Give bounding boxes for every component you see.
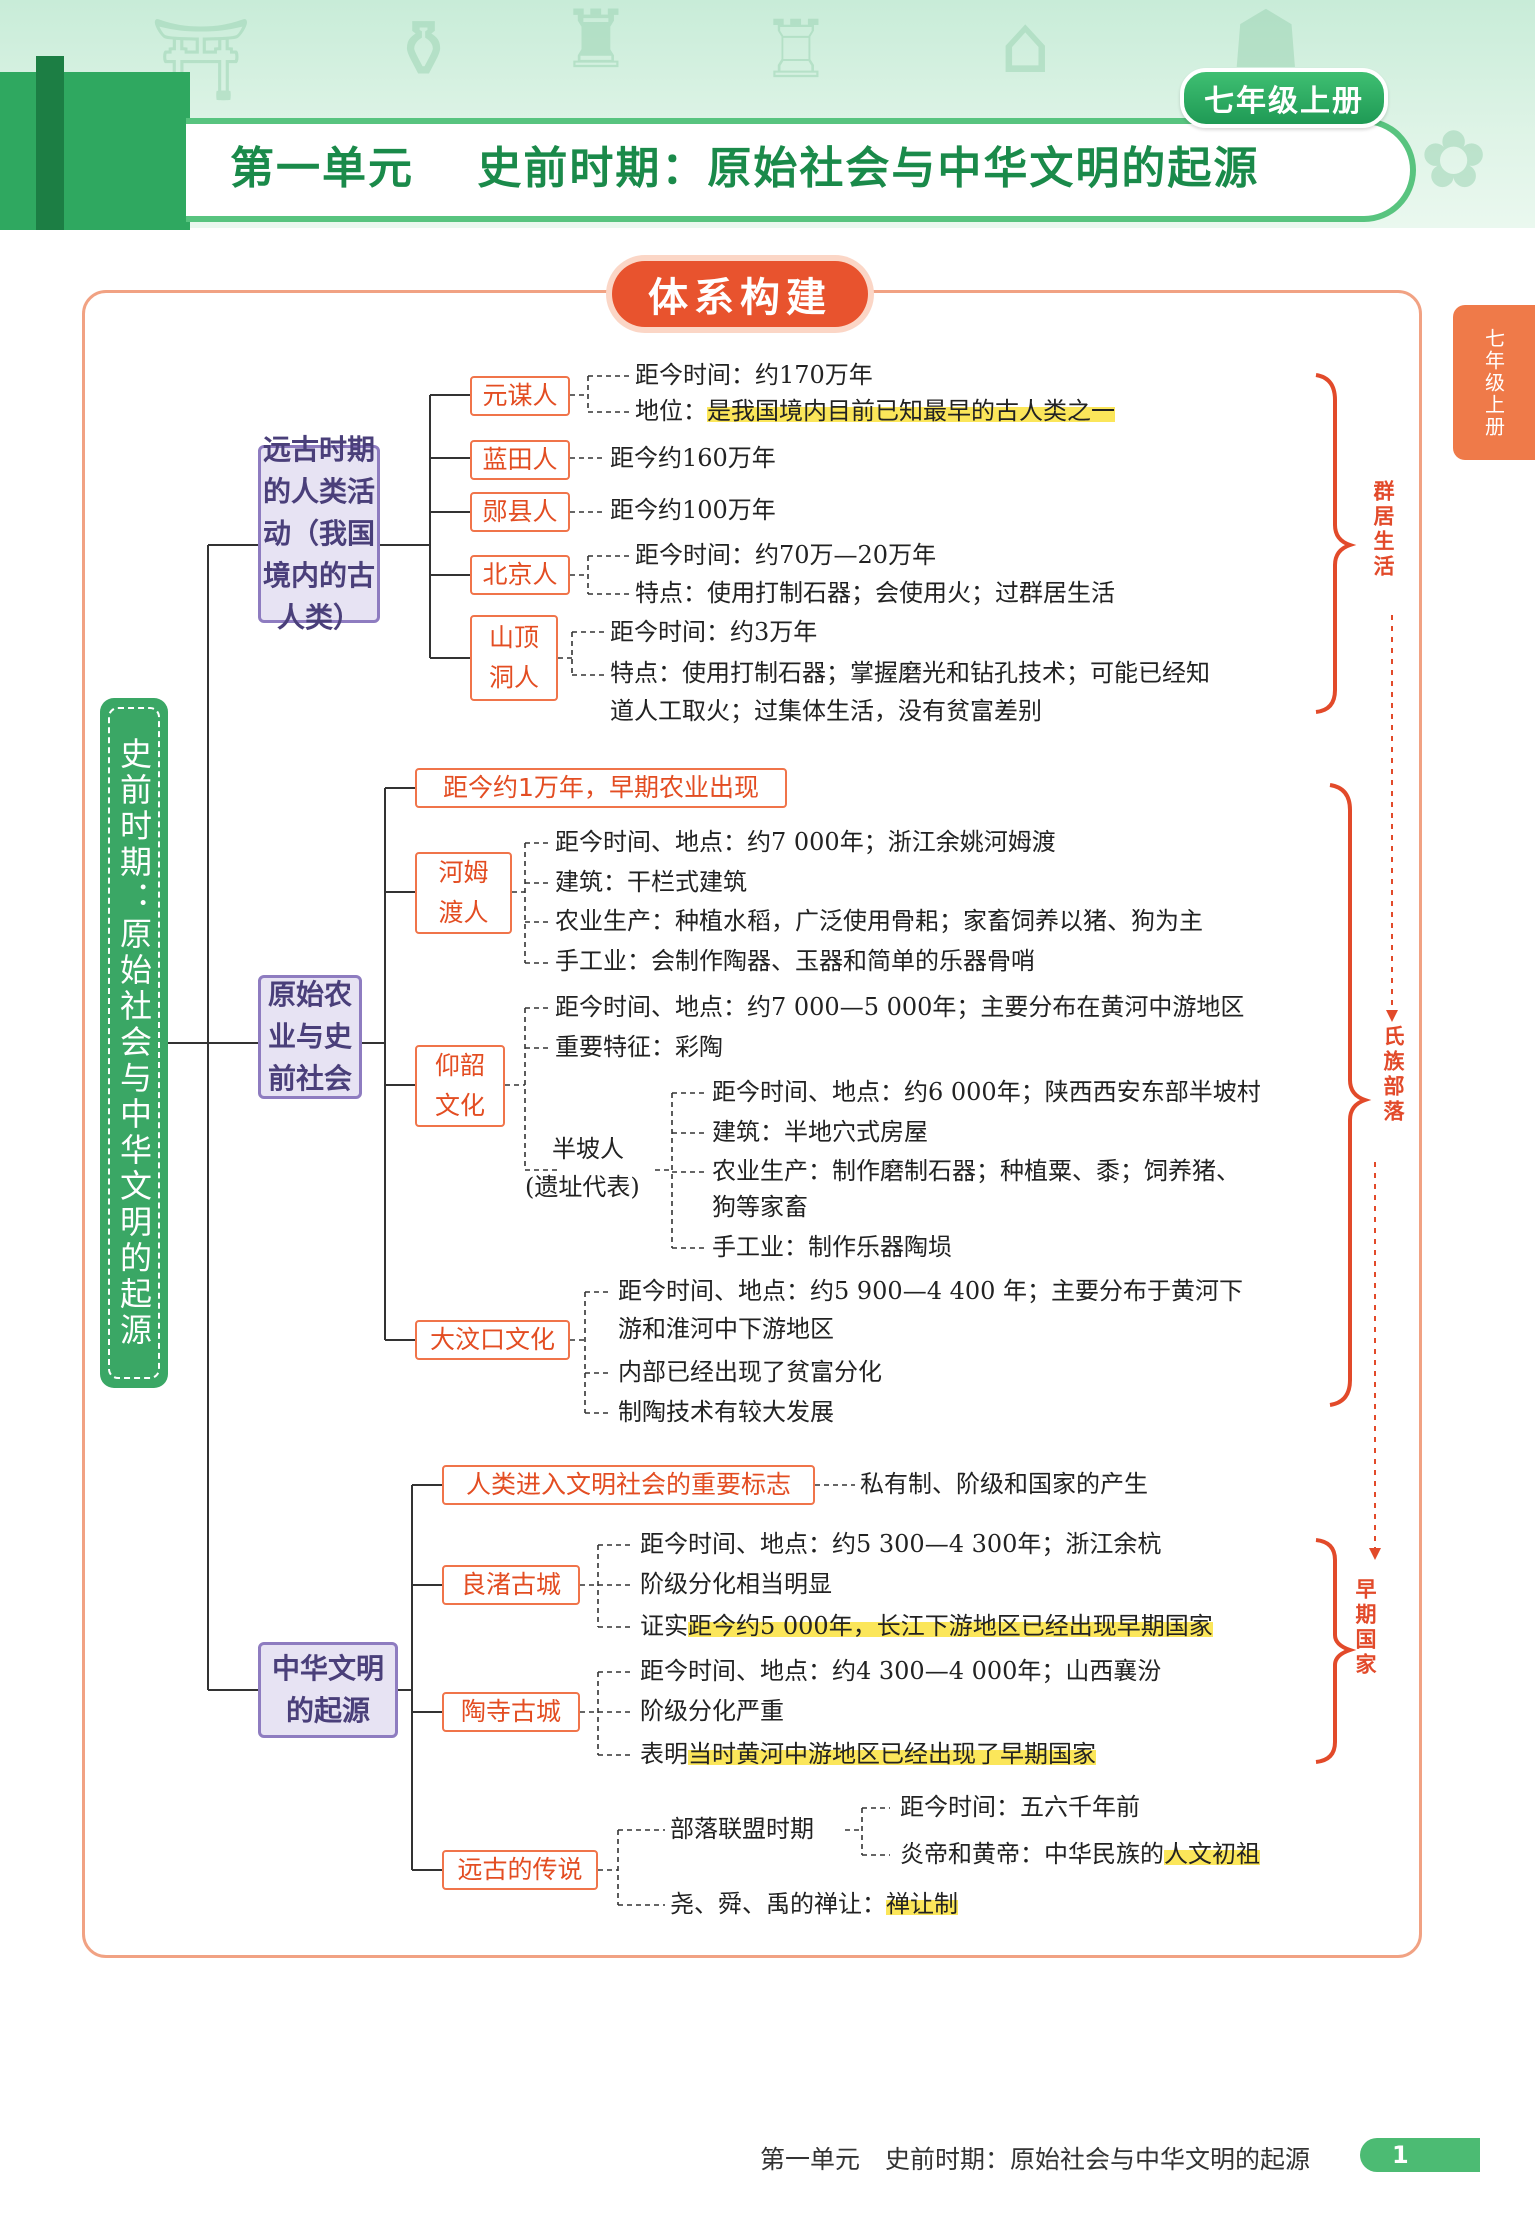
node-beijing: 北京人 — [470, 555, 570, 595]
node-yunxian: 郧县人 — [470, 492, 570, 532]
bird-icon: ✿ — [1420, 113, 1488, 206]
dawenkou-line-4: 制陶技术有较大发展 — [618, 1398, 834, 1426]
bronze-vessel-icon: ⚱ — [390, 3, 458, 96]
dawenkou-line-2: 游和淮河中下游地区 — [618, 1315, 834, 1343]
warrior-icon: ♜ — [560, 0, 632, 86]
legend-abdication: 尧、舜、禹的禅让：禅让制 — [670, 1890, 958, 1918]
yuanmou-time: 距今时间：约170万年 — [635, 361, 873, 389]
taosi-line-1: 距今时间、地点：约4 300—4 000年；山西襄汾 — [640, 1657, 1162, 1685]
banpo-label: 半坡人 — [552, 1135, 624, 1163]
node-legend: 远古的传说 — [442, 1850, 598, 1890]
branch-prehistoric-humans: 远古时期的人类活动（我国境内的古人类） — [258, 433, 380, 634]
banpo-sub: (遗址代表) — [525, 1173, 640, 1201]
stage-label-2: 氏族部落 — [1381, 1025, 1405, 1125]
node-early-agriculture: 距今约1万年，早期农业出现 — [415, 768, 787, 808]
root-node: 史前时期：原始社会与中华文明的起源 — [100, 698, 168, 1388]
root-label: 史前时期：原始社会与中华文明的起源 — [108, 707, 160, 1379]
mask-icon: ☗ — [1230, 0, 1302, 86]
hemudu-line-1: 距今时间、地点：约7 000年；浙江余姚河姆渡 — [555, 828, 1056, 856]
legend-tribal: 部落联盟时期 — [670, 1815, 814, 1843]
bell-icon: ♖ — [760, 3, 832, 96]
lantian-info: 距今约160万年 — [610, 444, 776, 472]
banpo-line-1: 距今时间、地点：约6 000年；陕西西安东部半坡村 — [712, 1078, 1261, 1106]
liangzhu-line-3: 证实距今约5 000年，长江下游地区已经出现早期国家 — [640, 1612, 1213, 1640]
branch-agriculture: 原始农业与史前社会 — [258, 975, 362, 1099]
unit-title: 第一单元 史前时期：原始社会与中华文明的起源 — [230, 143, 1260, 194]
stage-label-1: 群居生活 — [1371, 480, 1395, 580]
banpo-line-3: 农业生产：制作磨制石器；种植粟、黍；饲养猪、 — [712, 1157, 1240, 1185]
dawenkou-line-3: 内部已经出现了贫富分化 — [618, 1358, 882, 1386]
title-bar — [186, 118, 1416, 222]
banpo-line-4: 狗等家畜 — [712, 1193, 808, 1221]
hemudu-line-3: 农业生产：种植水稻，广泛使用骨耜；家畜饲养以猪、狗为主 — [555, 907, 1203, 935]
node-taosi: 陶寺古城 — [442, 1692, 580, 1732]
hemudu-line-4: 手工业：会制作陶器、玉器和简单的乐器骨哨 — [555, 947, 1035, 975]
beijing-feature: 特点：使用打制石器；会使用火；过群居生活 — [635, 579, 1115, 607]
side-grade-tab[interactable]: 七年级上册 — [1453, 305, 1535, 460]
page-number: 1 — [1360, 2138, 1480, 2172]
banpo-line-2: 建筑：半地穴式房屋 — [712, 1118, 928, 1146]
node-dawenkou: 大汶口文化 — [415, 1320, 570, 1360]
shanding-time: 距今时间：约3万年 — [610, 618, 818, 646]
shanding-feature-1: 特点：使用打制石器；掌握磨光和钻孔技术；可能已经知 — [610, 659, 1210, 687]
yunxian-info: 距今约100万年 — [610, 496, 776, 524]
footer-unit-title: 第一单元 史前时期：原始社会与中华文明的起源 — [760, 2145, 1311, 2174]
node-yangshao: 仰韶文化 — [415, 1045, 505, 1127]
marker-info: 私有制、阶级和国家的产生 — [860, 1470, 1148, 1498]
node-hemudu: 河姆渡人 — [415, 852, 512, 934]
legend-emperors: 炎帝和黄帝：中华民族的人文初祖 — [900, 1840, 1260, 1868]
node-yuanmou: 元谋人 — [470, 376, 570, 416]
yangshao-line-2: 重要特征：彩陶 — [555, 1033, 723, 1061]
grade-badge: 七年级上册 — [1180, 68, 1388, 128]
node-liangzhu: 良渚古城 — [442, 1565, 580, 1605]
hemudu-line-2: 建筑：干栏式建筑 — [555, 868, 747, 896]
beijing-time: 距今时间：约70万—20万年 — [635, 541, 937, 569]
building-icon: ⌂ — [1000, 0, 1051, 91]
title-tab — [0, 56, 190, 230]
node-shanding: 山顶洞人 — [470, 615, 558, 701]
branch-civilization: 中华文明的起源 — [258, 1642, 398, 1738]
node-civilization-marker: 人类进入文明社会的重要标志 — [442, 1465, 815, 1505]
legend-time: 距今时间：五六千年前 — [900, 1793, 1140, 1821]
shanding-feature-2: 道人工取火；过集体生活，没有贫富差别 — [610, 697, 1042, 725]
stage-label-3: 早期国家 — [1353, 1578, 1377, 1678]
yangshao-line-1: 距今时间、地点：约7 000—5 000年；主要分布在黄河中游地区 — [555, 993, 1245, 1021]
banpo-line-5: 手工业：制作乐器陶埙 — [712, 1233, 952, 1261]
taosi-line-2: 阶级分化严重 — [640, 1697, 784, 1725]
taosi-line-3: 表明当时黄河中游地区已经出现了早期国家 — [640, 1740, 1096, 1768]
yuanmou-status: 地位：是我国境内目前已知最早的古人类之一 — [635, 397, 1115, 425]
dawenkou-line-1: 距今时间、地点：约5 900—4 400 年；主要分布于黄河下 — [618, 1277, 1244, 1305]
liangzhu-line-2: 阶级分化相当明显 — [640, 1570, 832, 1598]
liangzhu-line-1: 距今时间、地点：约5 300—4 300年；浙江余杭 — [640, 1530, 1162, 1558]
node-lantian: 蓝田人 — [470, 440, 570, 480]
card-title: 体系构建 — [612, 261, 868, 327]
